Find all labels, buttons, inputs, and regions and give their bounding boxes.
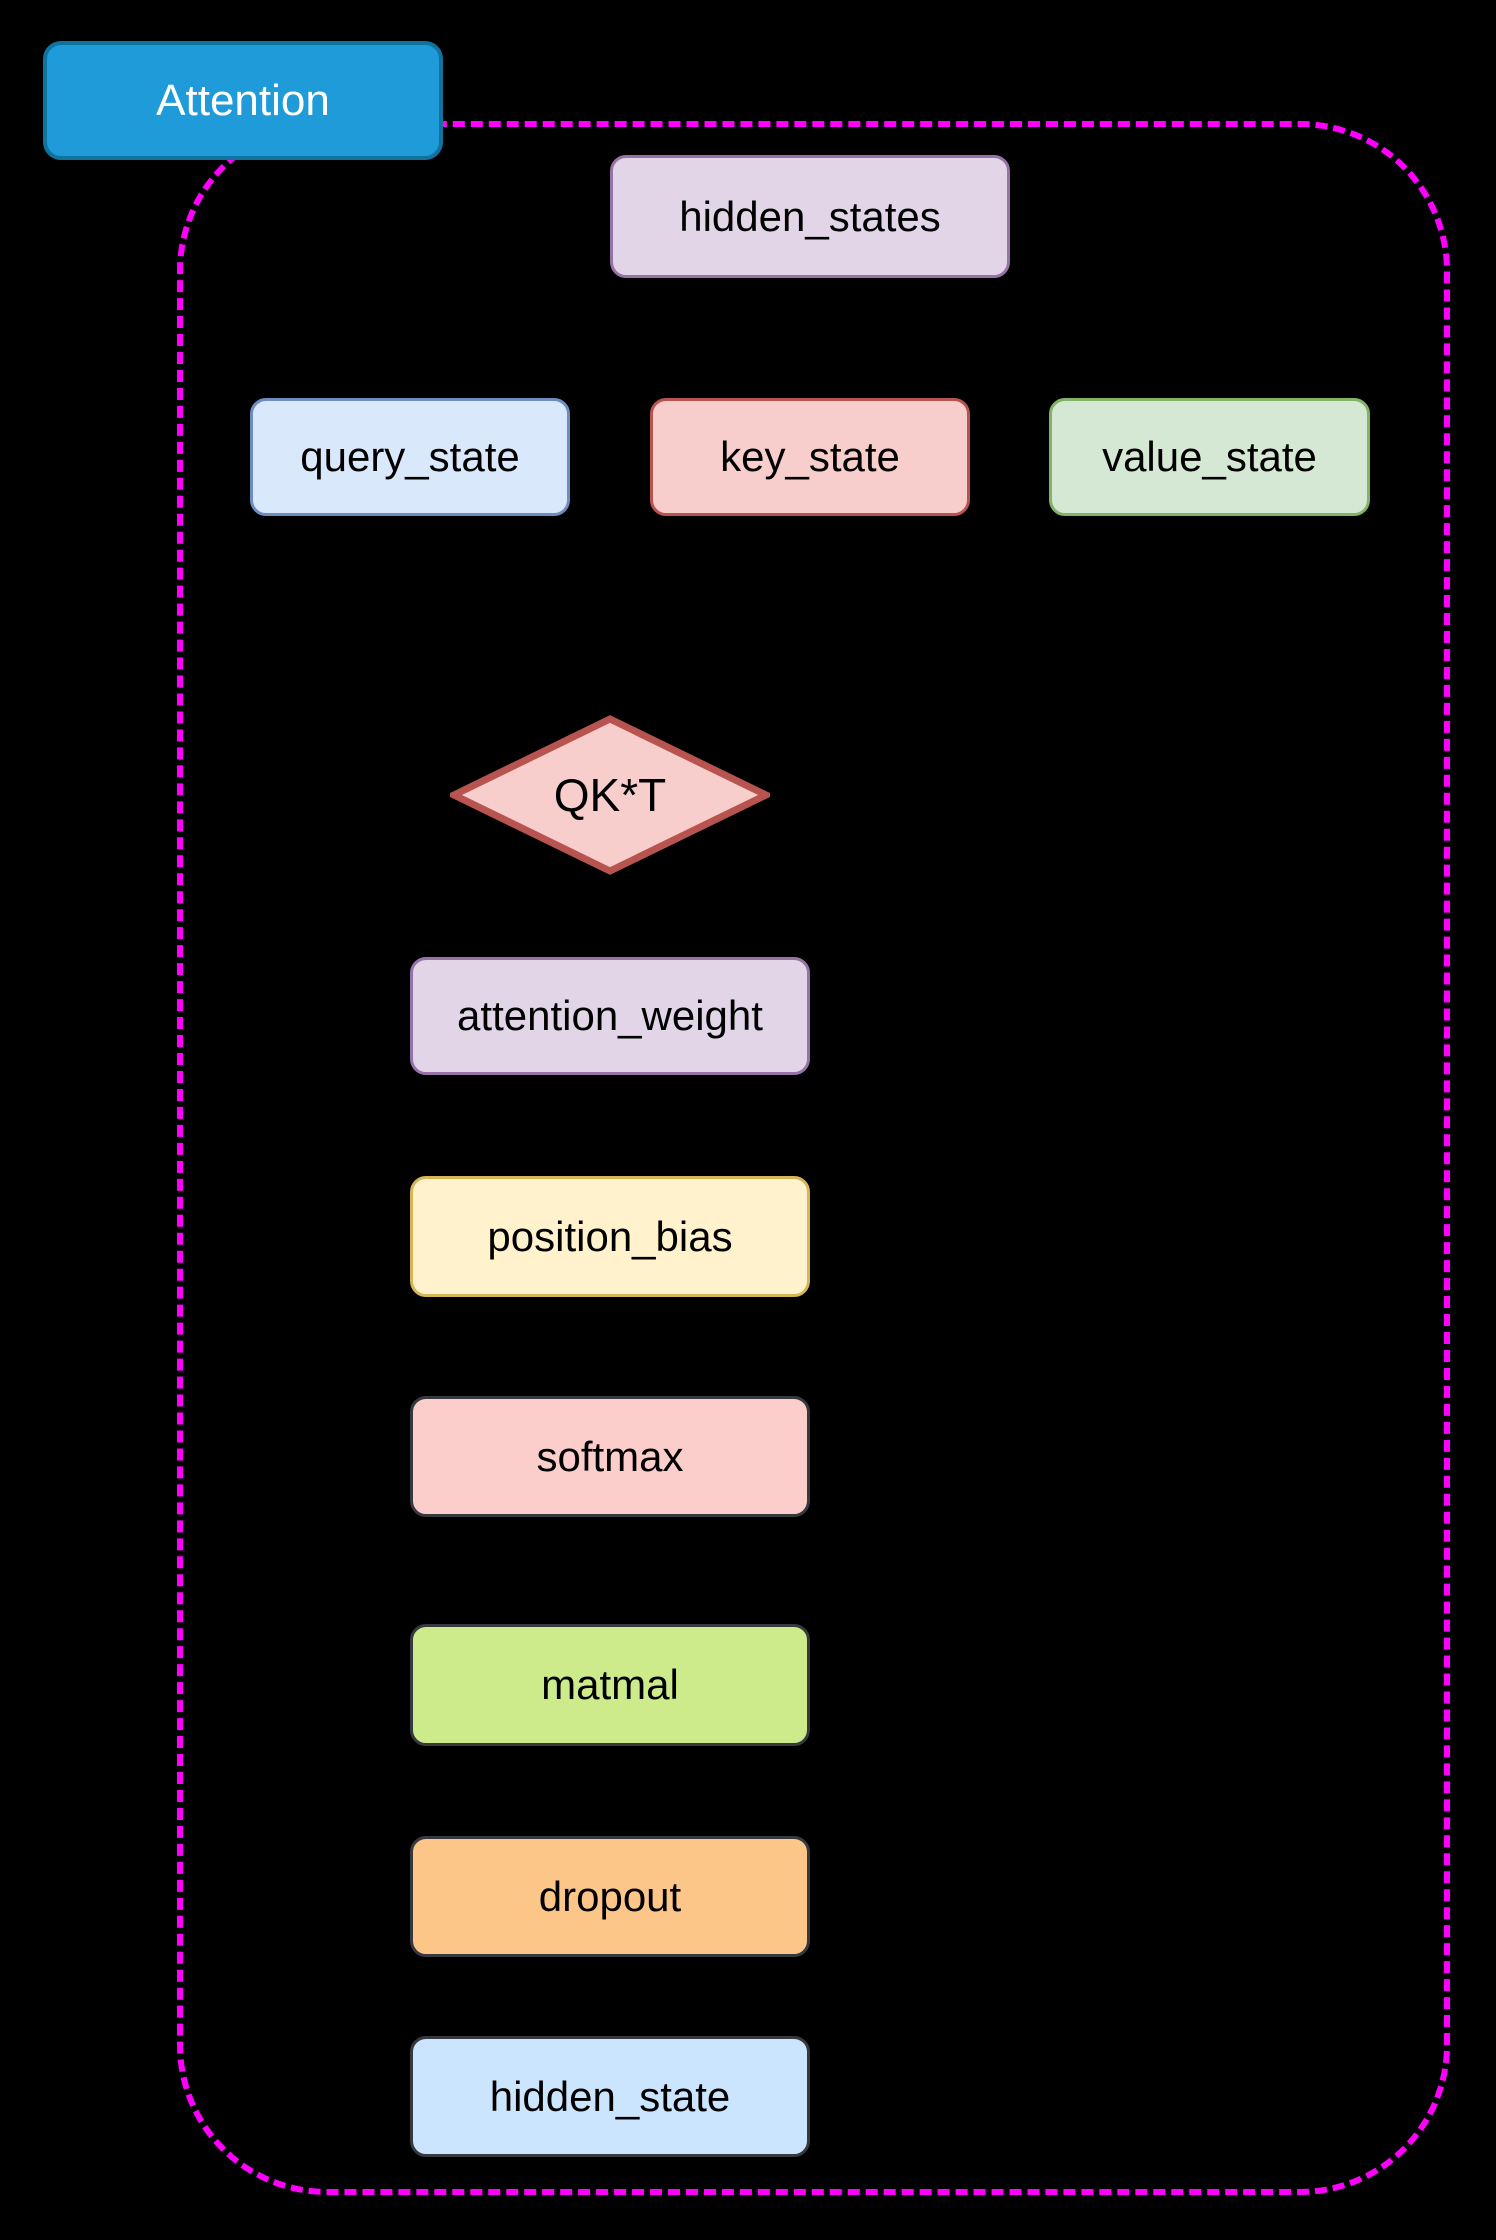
attention-module-boundary	[177, 121, 1450, 2195]
node-hidden-state: hidden_state	[410, 2036, 810, 2157]
node-position-bias: position_bias	[410, 1176, 810, 1297]
node-hidden-states: hidden_states	[610, 155, 1010, 278]
node-dropout: dropout	[410, 1836, 810, 1957]
node-key-state: key_state	[650, 398, 970, 516]
qkt-diamond-shape	[450, 715, 770, 875]
node-softmax: softmax	[410, 1396, 810, 1517]
attention-title-badge: Attention	[43, 41, 443, 160]
node-qkt-diamond: QK*T	[450, 715, 770, 875]
node-attention-weight: attention_weight	[410, 957, 810, 1075]
node-query-state: query_state	[250, 398, 570, 516]
node-value-state: value_state	[1049, 398, 1370, 516]
node-matmal: matmal	[410, 1624, 810, 1746]
qkt-diamond-label: QK*T	[553, 769, 667, 821]
